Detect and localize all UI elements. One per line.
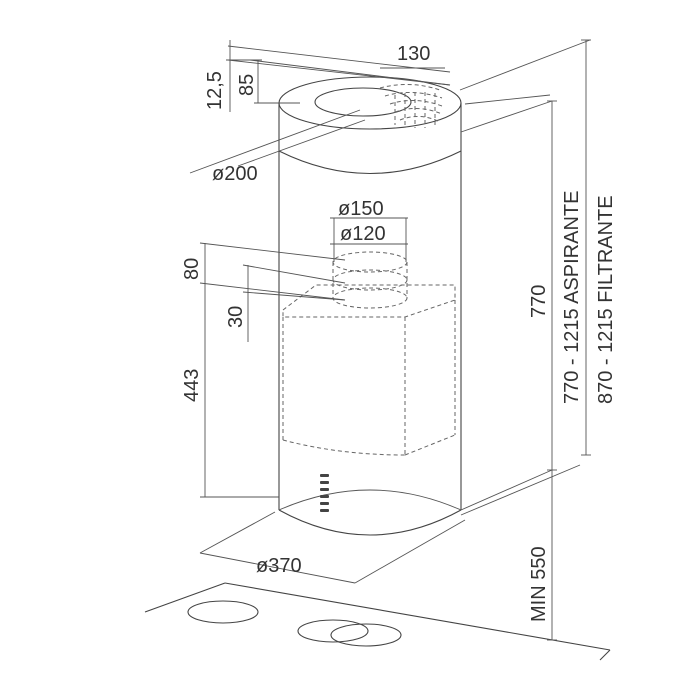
dim-370: ø370 — [256, 555, 302, 577]
dim-120: ø120 — [340, 223, 386, 245]
dim-85: 85 — [236, 74, 258, 96]
cooktop — [144, 582, 611, 661]
dim-80: 80 — [181, 258, 203, 280]
control-buttons-icon — [320, 474, 329, 512]
dim-12-5: 12,5 — [204, 71, 226, 110]
dim-aspirante: 770 - 1215 ASPIRANTE — [561, 191, 583, 404]
dim-130: 130 — [397, 43, 430, 65]
burner-icon — [187, 600, 402, 647]
dimension-lines — [189, 39, 591, 641]
dim-443: 443 — [181, 369, 203, 402]
duct-connector — [332, 251, 408, 309]
motor-box — [282, 284, 456, 456]
vent-grille-icon — [379, 84, 443, 128]
dim-150: ø150 — [338, 198, 384, 220]
dim-770: 770 — [528, 285, 550, 318]
dim-filtrante: 870 - 1215 FILTRANTE — [595, 195, 617, 404]
dim-200: ø200 — [212, 163, 258, 185]
hood-body — [278, 76, 462, 536]
dim-30: 30 — [225, 306, 247, 328]
dim-min-550: MIN 550 — [528, 546, 550, 622]
